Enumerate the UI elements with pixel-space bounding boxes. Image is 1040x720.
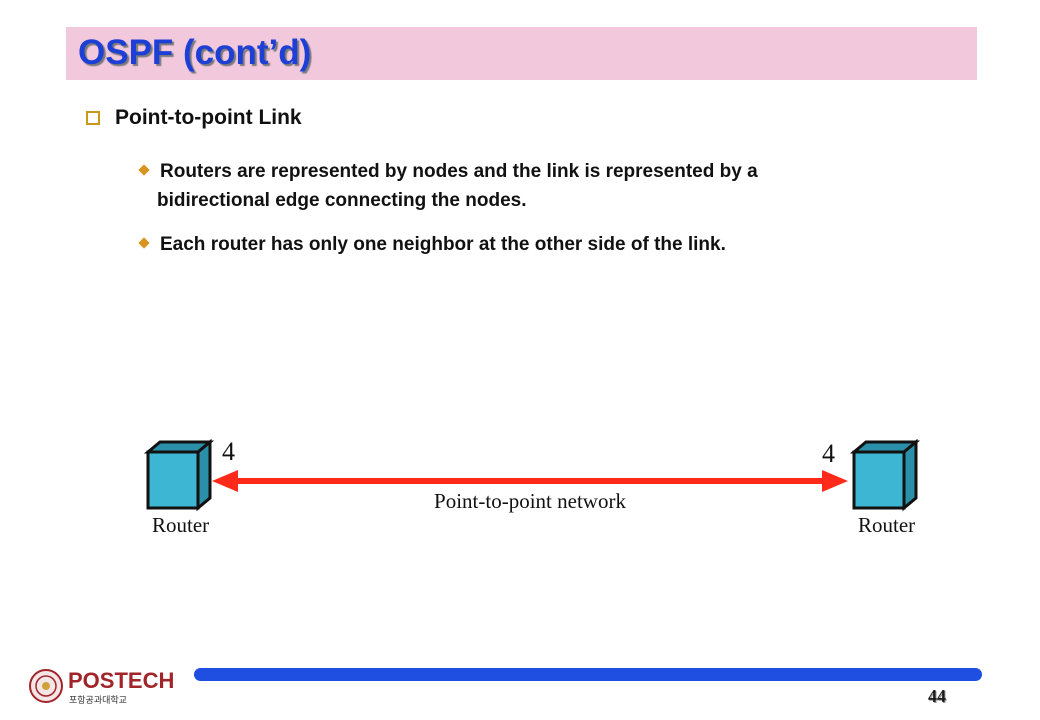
diamond-bullet-icon [138, 164, 150, 176]
logo-text: POSTECH [68, 668, 174, 693]
point-to-point-diagram: 4 4 Point-to-point network Router Router [143, 437, 921, 537]
title-bar: OSPF (cont’d) [66, 27, 977, 80]
square-bullet-icon [86, 111, 100, 125]
left-metric: 4 [222, 437, 235, 466]
heading-text: Point-to-point Link [115, 106, 302, 129]
bullet-2-text: Each router has only one neighbor at the… [160, 234, 726, 255]
right-metric: 4 [822, 439, 835, 468]
page-number: 44 [928, 686, 946, 706]
link-label: Point-to-point network [434, 489, 626, 513]
left-router-label: Router [152, 513, 209, 537]
bidirectional-link [212, 470, 848, 492]
postech-logo: POSTECH 포항공과대학교 [29, 668, 174, 706]
bullet-item-1: Routers are represented by nodes and the… [138, 157, 938, 215]
right-router-icon [849, 438, 921, 512]
bullet-1-line-1: Routers are represented by nodes and the… [160, 161, 758, 182]
right-router-label: Router [858, 513, 915, 537]
bullet-item-2: Each router has only one neighbor at the… [138, 230, 938, 259]
bullet-1-line-2: bidirectional edge connecting the nodes. [157, 190, 527, 211]
diamond-bullet-icon [138, 237, 150, 249]
left-router-icon [143, 438, 215, 512]
footer-bar [194, 668, 982, 681]
slide-title: OSPF (cont’d) [78, 33, 312, 72]
heading-bullet: Point-to-point Link [86, 106, 302, 130]
logo-subtext: 포항공과대학교 [69, 695, 127, 706]
